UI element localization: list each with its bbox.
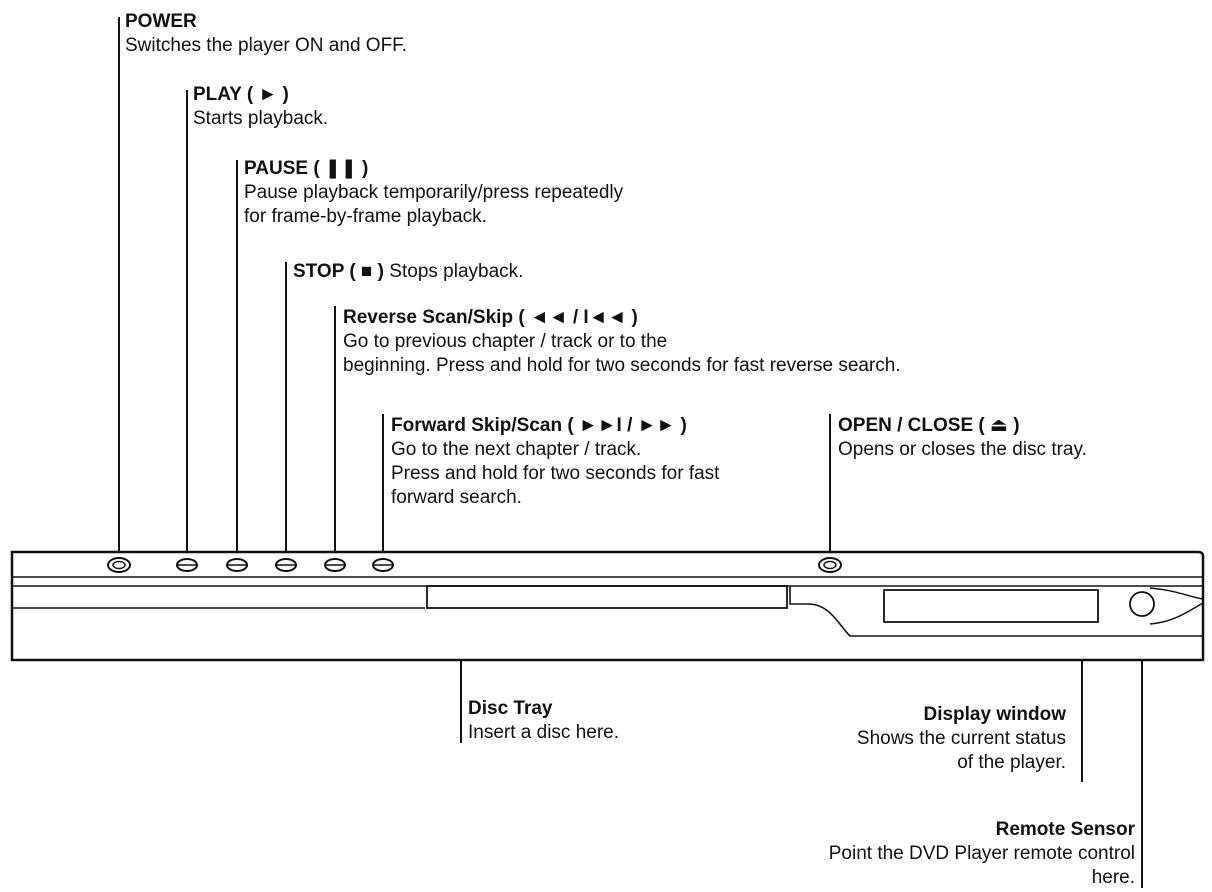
- callout-remote-sensor: Remote Sensor Point the DVD Player remot…: [829, 818, 1135, 890]
- callout-disc-tray: Disc Tray Insert a disc here.: [468, 697, 619, 745]
- open-close-button: [818, 557, 842, 573]
- callout-disc-tray-desc: Insert a disc here.: [468, 722, 620, 743]
- callout-open-close-title: OPEN / CLOSE ( ⏏ ): [838, 415, 1020, 436]
- callout-power: POWER Switches the player ON and OFF.: [125, 10, 407, 58]
- disc-tray-slot: [426, 585, 788, 609]
- callout-disc-tray-title: Disc Tray: [468, 698, 553, 719]
- callout-stop: STOP ( ■ ) Stops playback.: [293, 260, 523, 284]
- callout-forward-desc-line3: forward search.: [391, 487, 522, 508]
- callout-power-title: POWER: [125, 11, 197, 32]
- power-button: [107, 557, 131, 573]
- callout-remote-sensor-desc-line2: here.: [1091, 867, 1135, 888]
- callout-display-window-title: Display window: [923, 704, 1066, 725]
- forward-skip-scan-button: [372, 558, 394, 572]
- callout-power-desc: Switches the player ON and OFF.: [125, 35, 407, 56]
- callout-open-close-desc: Opens or closes the disc tray.: [838, 439, 1087, 460]
- callout-pause-title: PAUSE ( ❚❚ ): [244, 158, 369, 179]
- callout-open-close: OPEN / CLOSE ( ⏏ ) Opens or closes the d…: [838, 414, 1087, 462]
- player-body: [10, 550, 1205, 662]
- reverse-scan-skip-button: [324, 558, 346, 572]
- callout-reverse-scan-skip: Reverse Scan/Skip ( ◄◄ / I◄◄ ) Go to pre…: [343, 306, 901, 378]
- play-button: [176, 558, 198, 572]
- front-buttons: [107, 557, 842, 573]
- callout-pause-desc-line2: for frame-by-frame playback.: [244, 206, 487, 227]
- callout-remote-sensor-title: Remote Sensor: [995, 819, 1135, 840]
- callout-pause-desc-line1: Pause playback temporarily/press repeate…: [244, 182, 624, 203]
- callout-forward-desc-line1: Go to the next chapter / track.: [391, 439, 642, 460]
- pause-button: [226, 558, 248, 572]
- remote-sensor-window: [1129, 591, 1155, 617]
- callout-forward-title: Forward Skip/Scan ( ►►I / ►► ): [391, 415, 687, 436]
- callout-forward-desc-line2: Press and hold for two seconds for fast: [391, 463, 720, 484]
- callout-forward-skip-scan: Forward Skip/Scan ( ►►I / ►► ) Go to the…: [391, 414, 719, 510]
- callout-display-window: Display window Shows the current status …: [857, 703, 1066, 775]
- callout-stop-desc: Stops playback.: [389, 261, 524, 282]
- callout-display-window-desc-line2: of the player.: [957, 752, 1066, 773]
- callout-play-title: PLAY ( ► ): [193, 84, 289, 105]
- callout-stop-title: STOP ( ■ ): [293, 261, 385, 282]
- callout-reverse-desc-line2: beginning. Press and hold for two second…: [343, 355, 901, 376]
- display-window-panel: [883, 589, 1099, 623]
- callout-play-desc: Starts playback.: [193, 108, 329, 129]
- leader-lines: [118, 17, 1143, 888]
- callout-reverse-title: Reverse Scan/Skip ( ◄◄ / I◄◄ ): [343, 307, 638, 328]
- callout-reverse-desc-line1: Go to previous chapter / track or to the: [343, 331, 668, 352]
- stop-button: [275, 558, 297, 572]
- callout-remote-sensor-desc-line1: Point the DVD Player remote control: [828, 843, 1135, 864]
- callout-pause: PAUSE ( ❚❚ ) Pause playback temporarily/…: [244, 157, 623, 229]
- callout-display-window-desc-line1: Shows the current status: [856, 728, 1066, 749]
- callout-play: PLAY ( ► ) Starts playback.: [193, 83, 328, 131]
